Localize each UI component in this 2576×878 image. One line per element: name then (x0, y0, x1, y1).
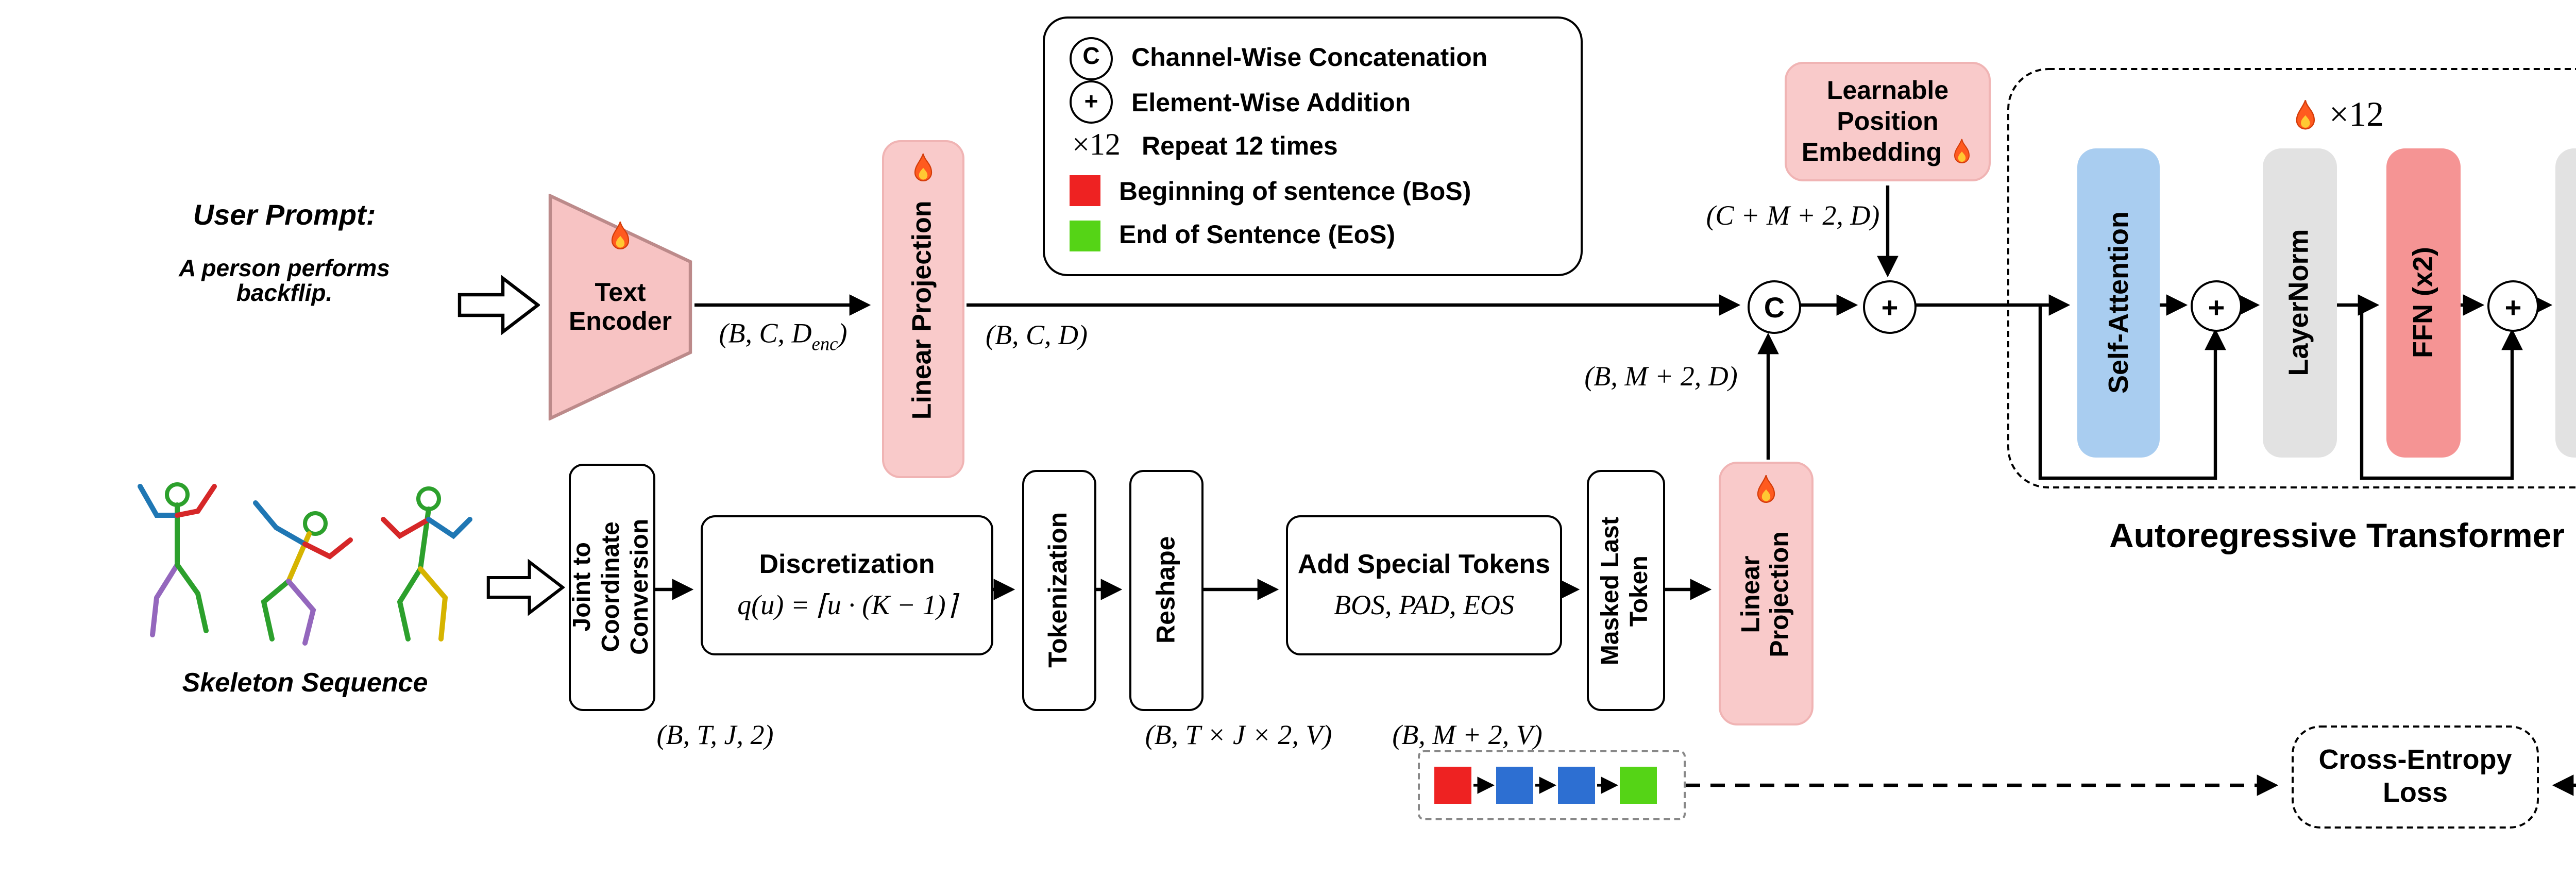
joint-conversion-label: Joint to Coordinate Conversion (567, 519, 653, 656)
transformer-title: Autoregressive Transformer (2109, 518, 2565, 555)
transformer-container (2007, 68, 2576, 488)
ffn-label: FFN (x2) (2407, 247, 2438, 359)
linear-projection-motion: Linear Projection (1719, 462, 1814, 725)
reshape-label: Reshape (1151, 536, 1181, 645)
position-embedding-label: Learnable Position Embedding (1801, 75, 1949, 166)
user-prompt-text: A person performs backflip. (179, 258, 390, 307)
bos-square-icon (1070, 175, 1100, 206)
dims-text: ) (838, 317, 848, 349)
text-encoder-shape (548, 193, 692, 421)
repeat-symbol: ×12 (1072, 129, 1121, 162)
motion-token-icon (1558, 767, 1595, 804)
legend-row-add: + Element-Wise Addition (1070, 80, 1556, 124)
residual-add-icon: + (2487, 280, 2539, 332)
special-tokens-list: BOS, PAD, EOS (1334, 589, 1514, 620)
text-encoder-label: Text Encoder (568, 278, 672, 336)
add-op-icon: + (1863, 280, 1917, 334)
flame-icon (1949, 139, 1974, 167)
reshape-dims-label: (B, T × J × 2, V) (1145, 719, 1332, 750)
user-prompt-title: User Prompt: (193, 198, 376, 231)
masked-last-token-label: Masked Last Token (1595, 516, 1653, 665)
text-encoder-dims-label: (B, C, Denc) (719, 318, 848, 354)
flame-icon (909, 153, 938, 185)
flame-icon (2290, 98, 2321, 133)
skeleton-sequence-image (138, 482, 472, 646)
cross-entropy-loss-label: Cross-Entropy Loss (2318, 744, 2512, 808)
add-symbol-icon: + (1070, 80, 1113, 124)
text-encoder: Text Encoder (548, 193, 692, 421)
concat-op-icon: C (1748, 280, 1801, 334)
special-tokens-box: Add Special Tokens BOS, PAD, EOS (1286, 515, 1562, 655)
text-projection-dims-label: (B, C, D) (986, 319, 1088, 350)
input-arrow-icon (486, 559, 565, 616)
transformer-repeat-label: ×12 (2329, 95, 2384, 134)
dims-text: (B, C, D (719, 317, 812, 349)
legend-repeat-label: Repeat 12 times (1142, 132, 1338, 161)
tokenization-box: Tokenization (1022, 470, 1096, 711)
position-embedding-box: Learnable Position Embedding (1785, 62, 1991, 181)
layernorm1-label: LayerNorm (2283, 229, 2315, 377)
concat-symbol-icon: C (1070, 36, 1113, 79)
cross-entropy-loss-box: Cross-Entropy Loss (2292, 725, 2539, 829)
discretization-title: Discretization (759, 548, 935, 579)
dims-subscript: enc (811, 333, 838, 354)
legend-box: C Channel-Wise Concatenation + Element-W… (1043, 16, 1583, 276)
transformer-repeat: ×12 (2290, 95, 2384, 136)
special-tokens-title: Add Special Tokens (1297, 548, 1551, 579)
layernorm1-box: LayerNorm (2263, 148, 2337, 458)
legend-bos-label: Beginning of sentence (BoS) (1119, 176, 1471, 205)
tokenization-label: Tokenization (1044, 513, 1074, 668)
legend-row-repeat: ×12 Repeat 12 times (1070, 126, 1556, 167)
linear-projection-label: Linear Projection (906, 199, 937, 419)
legend-concat-label: Channel-Wise Concatenation (1131, 43, 1488, 72)
reshape-box: Reshape (1129, 470, 1204, 711)
discretization-box: Discretization q(u) = ⌈u · (K − 1)⌉ (701, 515, 993, 655)
self-attention-label: Self-Attention (2102, 211, 2133, 394)
input-arrow-icon (457, 275, 540, 335)
eos-token-icon (1620, 767, 1657, 804)
bos-token-icon (1434, 767, 1471, 804)
legend-add-label: Element-Wise Addition (1131, 88, 1411, 116)
position-embedding-dims-label: (C + M + 2, D) (1706, 200, 1880, 231)
linear-projection-text: Linear Projection (882, 140, 964, 478)
skeleton-caption: Skeleton Sequence (182, 667, 428, 698)
joint-conversion-box: Joint to Coordinate Conversion (567, 464, 655, 711)
legend-row-bos: Beginning of sentence (BoS) (1070, 170, 1556, 211)
target-token-strip (1418, 750, 1686, 820)
motion-token-icon (1496, 767, 1533, 804)
legend-row-eos: End of Sentence (EoS) (1070, 214, 1556, 256)
flame-icon (1752, 474, 1781, 507)
special-dims-label: (B, M + 2, V) (1392, 719, 1543, 750)
self-attention-box: Self-Attention (2077, 148, 2160, 458)
eos-square-icon (1070, 220, 1100, 250)
joint-dims-label: (B, T, J, 2) (656, 719, 774, 750)
residual-add-icon: + (2191, 280, 2242, 332)
ffn-box: FFN (x2) (2386, 148, 2461, 458)
masked-last-token-box: Masked Last Token (1587, 470, 1665, 711)
discretization-formula: q(u) = ⌈u · (K − 1)⌉ (737, 589, 957, 620)
linear-projection-label: Linear Projection (1736, 530, 1795, 657)
motion-projection-dims-label: (B, M + 2, D) (1584, 361, 1738, 392)
legend-row-concat: C Channel-Wise Concatenation (1070, 36, 1556, 79)
legend-eos-label: End of Sentence (EoS) (1119, 221, 1396, 249)
layernorm2-box: LayerNorm (2555, 148, 2576, 458)
